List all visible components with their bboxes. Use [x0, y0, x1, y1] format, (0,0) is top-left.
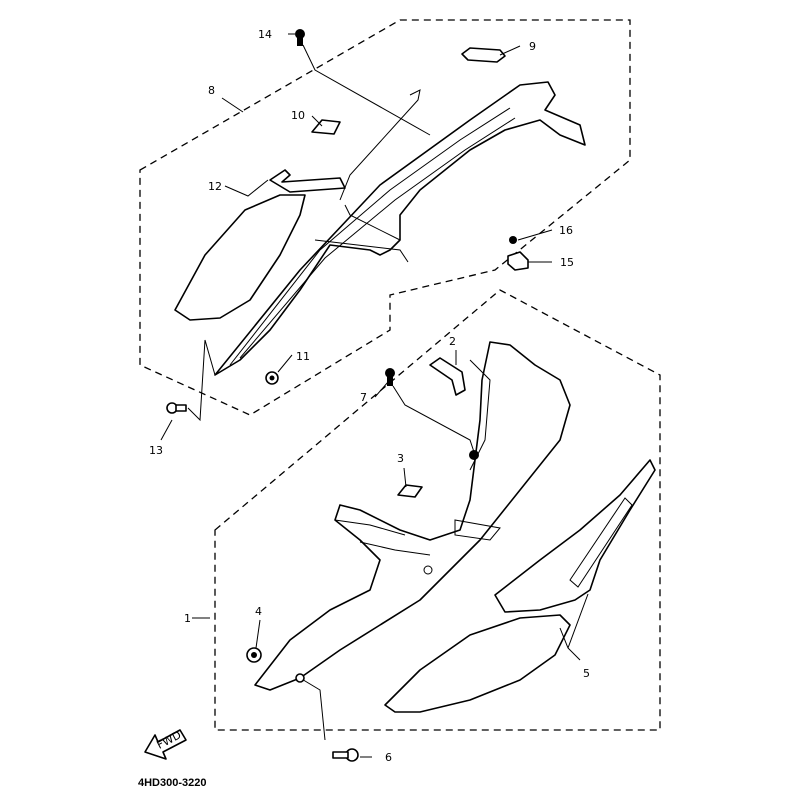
- emblem-stripe: [569, 497, 633, 588]
- callout-14: 14: [258, 28, 272, 41]
- screw-part-7: [385, 368, 395, 386]
- leader-6: [299, 677, 326, 741]
- callout-9: 9: [529, 40, 536, 53]
- side-decal-part-12: [174, 169, 346, 321]
- screw-part-6: [332, 748, 359, 762]
- screw-part-14: [295, 29, 305, 46]
- damper-part-9: [461, 47, 506, 63]
- damper-part-3: [397, 484, 423, 498]
- drawing-code: 4HD300-3220: [138, 777, 207, 789]
- screw-part-16: [509, 236, 517, 244]
- bolt-part-13: [166, 402, 187, 414]
- callout-1: 1: [184, 612, 191, 625]
- damper-part-10: [311, 119, 341, 135]
- grommet-part-4: [246, 647, 262, 663]
- side-cover-part-1: [254, 341, 571, 691]
- damper-part-2: [429, 357, 466, 396]
- callout-10: 10: [291, 109, 305, 122]
- callout-12: 12: [208, 180, 222, 193]
- callout-5: 5: [583, 667, 590, 680]
- leader-13: [187, 339, 216, 422]
- callout-2: 2: [449, 335, 456, 348]
- callout-16: 16: [559, 224, 573, 237]
- callout-11: 11: [296, 350, 310, 363]
- callout-4: 4: [255, 605, 262, 618]
- callout-6: 6: [385, 751, 392, 764]
- front-direction-arrow-icon: FWD: [144, 728, 187, 760]
- callout-13: 13: [149, 444, 163, 457]
- side-decal-part-5: [384, 459, 656, 713]
- callout-8: 8: [208, 84, 215, 97]
- tail-cover-part-8: [214, 81, 586, 376]
- callout-15: 15: [560, 256, 574, 269]
- leader-14: [302, 44, 431, 136]
- screw-seat-6: [295, 673, 305, 683]
- nut-part-11: [265, 371, 279, 385]
- callout-7: 7: [360, 391, 367, 404]
- leader-7: [392, 385, 475, 453]
- nut-part-15: [507, 251, 529, 271]
- callout-3: 3: [397, 452, 404, 465]
- callout-leaders: [160, 33, 589, 758]
